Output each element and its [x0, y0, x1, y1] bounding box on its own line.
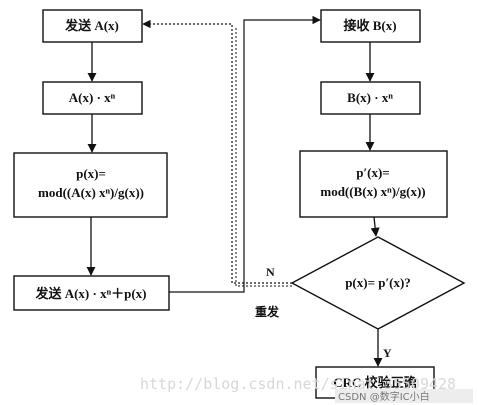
send-a-label: 发送 A(x) — [64, 18, 119, 33]
transmit-path — [169, 15, 321, 293]
p-compute-line1: p(x)= — [76, 166, 106, 181]
resend-path — [142, 19, 292, 284]
yes-label: Y — [383, 346, 392, 360]
receive-b-label: 接收 B(x) — [343, 18, 396, 33]
pp-compute-box — [299, 150, 448, 218]
a-times-xn-box — [42, 81, 143, 115]
b-times-xn-label: B(x) · xⁿ — [347, 90, 393, 105]
csdn-watermark-bg — [335, 389, 473, 403]
p-compute-line2: mod((A(x) xⁿ)/g(x)) — [38, 185, 144, 200]
csdn-watermark: CSDN @数字IC小白 — [338, 390, 430, 403]
no-label: N — [266, 265, 275, 279]
resend-label: 重发 — [255, 304, 280, 319]
arrow-pp-to-decision — [370, 216, 380, 237]
decision-label: p(x)= p′(x)? — [345, 275, 411, 290]
a-times-xn-label: A(x) · xⁿ — [69, 90, 116, 105]
send-a-box — [42, 9, 143, 43]
pp-compute-line2: mod((B(x) xⁿ)/g(x)) — [320, 184, 425, 199]
p-compute-box — [13, 152, 168, 218]
send-frame-label: 发送 A(x) · xⁿ＋p(x) — [34, 286, 146, 301]
send-frame-box — [13, 275, 170, 311]
pp-compute-line1: p′(x)= — [356, 165, 389, 180]
resend-path-inner — [235, 28, 292, 287]
result-label: CRC 校验正确 — [333, 375, 416, 390]
blog-watermark: http://blog.csdn.net/sinat_35509428 — [140, 375, 456, 393]
